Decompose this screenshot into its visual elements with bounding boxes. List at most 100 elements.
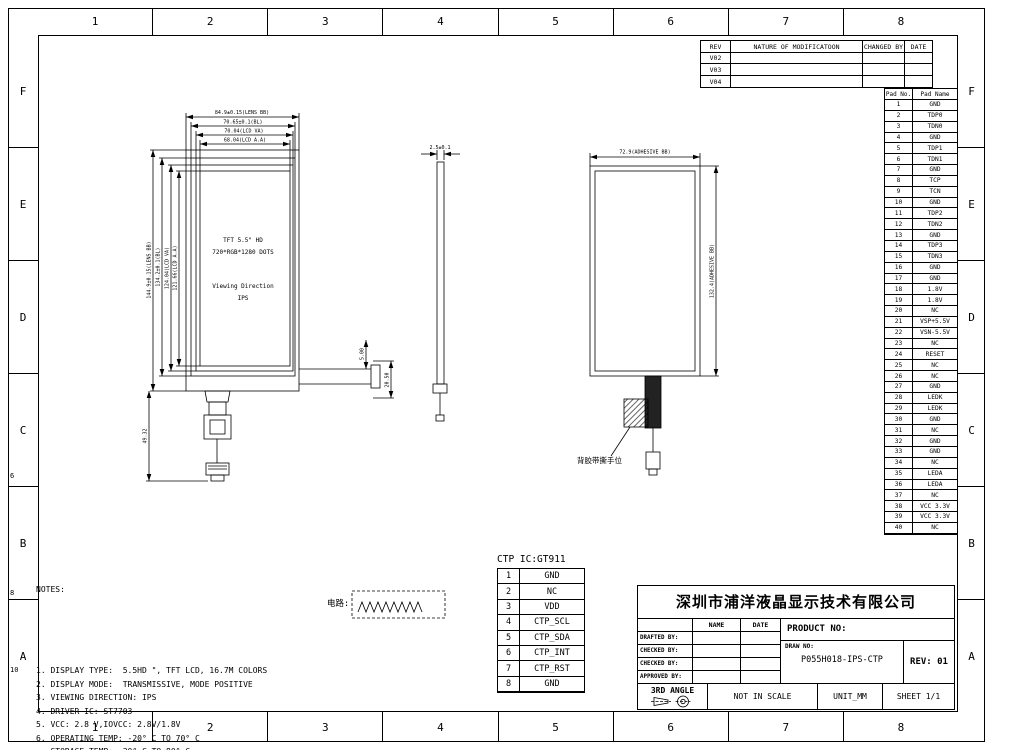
pad-row: 30 GND [885,414,957,426]
ctp-pin-name: VDD [520,600,584,616]
pad-name: LEDK [913,404,957,415]
pad-row: 14 TDP3 [885,240,957,252]
signature-table: NAME DATE DRAFTED BY: CHECKED BY: CHECKE… [638,618,781,684]
pad-row: 35 LEDA [885,468,957,480]
pad-no-header: Pad No. [885,89,913,100]
pad-row: 16 GND [885,262,957,274]
pad-name: GND [913,165,957,176]
front-view-fpc [203,390,232,482]
ruler-number: 6 [614,8,729,35]
dim-label: 68.04(LCD A.A) [224,138,266,144]
pad-number: 17 [885,273,913,285]
pad-row: 18 1.8V [885,284,957,296]
pad-row: 11 TDP2 [885,208,957,220]
checked-by-date [741,645,780,657]
checked-by-row-1: CHECKED BY: [638,644,780,659]
viewing-direction-label: Viewing Direction [212,283,274,290]
pad-row: 28 LEDK [885,392,957,404]
ruler-number: 1 [38,712,154,742]
scale-label: NOT IN SCALE [708,684,818,709]
ctp-pin-row: 2 NC [498,584,584,600]
note-line: STORAGE TEMP: -30° C TO 80° C [36,745,321,750]
dim-label: 134.2±0.1(BL) [156,247,162,286]
pad-name: LEDK [913,393,957,404]
pad-row: 17 GND [885,273,957,285]
back-view [589,153,719,476]
side-view [421,150,460,422]
third-angle-projection-icon [650,695,690,707]
pad-number: 33 [885,447,913,458]
ctp-pin-row: 4 CTP_SCL [498,615,584,631]
pad-name: NC [913,523,957,534]
product-info: PRODUCT NO: DRAW NO: P055H018-IPS-CTP RE… [781,619,954,684]
pad-name: TDP1 [913,143,957,155]
pad-name: VCC 3.3V [913,512,957,523]
pad-row: 26 NC [885,371,957,382]
revision-date-value [905,76,933,88]
ruler-letter: B [958,487,985,600]
pad-name: TCN [913,187,957,198]
pad-table-header: Pad No. Pad Name [885,89,957,100]
draw-no-row: DRAW NO: P055H018-IPS-CTP REV: 01 [781,640,954,684]
checked-by-row-2: CHECKED BY: [638,658,780,672]
drafted-by-date [741,632,780,644]
pad-name: TDP2 [913,208,957,220]
panel-resolution-label: 720*RGB*1280 DOTS [212,249,274,256]
dim-label: 49.32 [143,428,149,443]
pad-name: GND [913,436,957,447]
pad-name-header: Pad Name [913,89,957,100]
pad-name: VSP+5.5V [913,317,957,328]
pad-name: 1.8V [913,295,957,307]
company-name: 深圳市浦洋液晶显示技术有限公司 [638,586,954,619]
front-view-ribbon [299,364,381,389]
pad-number: 31 [885,425,913,437]
ruler-number: 7 [729,8,844,35]
pad-row: 34 NC [885,457,957,469]
revision-nature-value [731,52,863,64]
projection-cell: 3RD ANGLE [638,684,708,709]
dim-label: 70.04(LCD VA) [224,129,263,135]
pad-number: 34 [885,457,913,469]
ruler-letter: D [8,261,38,374]
dim-label: 144.9±0.15(LENS BB) [147,241,153,298]
pad-row: 10 GND [885,197,957,209]
ctp-pin-name: CTP_RST [520,661,584,677]
ruler-letter: F [8,35,38,148]
title-block: 深圳市浦洋液晶显示技术有限公司 NAME DATE DRAFTED BY: CH… [637,585,955,710]
revision-rev-value: V02 [701,52,731,64]
ctp-pin-number: 3 [498,599,520,616]
adhesive-pull-tab-label: 背胶带撕手位 [577,455,622,465]
unit-label: UNIT_MM [818,684,883,709]
draw-no-label: DRAW NO: [785,642,814,650]
front-view-dim-lines [146,113,394,482]
revision-header-nature: NATURE OF MODIFICATOON [731,41,863,53]
ruler-number: 2 [153,712,269,742]
pad-name: LEDA [913,480,957,491]
ctp-pin-name: GND [520,569,584,585]
pad-table: Pad No. Pad Name 1 GND 2 TDP0 3 TDN0 4 G… [884,88,958,535]
pad-number: 4 [885,132,913,144]
ruler-letter: E [8,148,38,261]
pad-name: GND [913,198,957,209]
ruler-letter: A [968,649,975,663]
pad-row: 4 GND [885,132,957,144]
pad-number: 18 [885,284,913,296]
ruler-letter: D [958,261,985,374]
pad-number: 2 [885,110,913,122]
pad-name: GND [913,414,957,426]
drafted-by-name [693,631,741,644]
product-no-label: PRODUCT NO: [781,619,954,641]
pad-number: 13 [885,230,913,241]
date-header: DATE [752,620,769,629]
projection-label: 3RD ANGLE [650,685,695,695]
ctp-section: CTP IC:GT911 1 GND 2 NC 3 VDD 4 CTP_SCL … [497,554,585,694]
pad-number: 40 [885,522,913,534]
ruler-number: 4 [383,712,499,742]
dim-label: 5.00 [360,348,366,360]
pad-row: 22 VSN-5.5V [885,327,957,339]
pad-number: 24 [885,349,913,361]
pad-number: 25 [885,360,913,372]
